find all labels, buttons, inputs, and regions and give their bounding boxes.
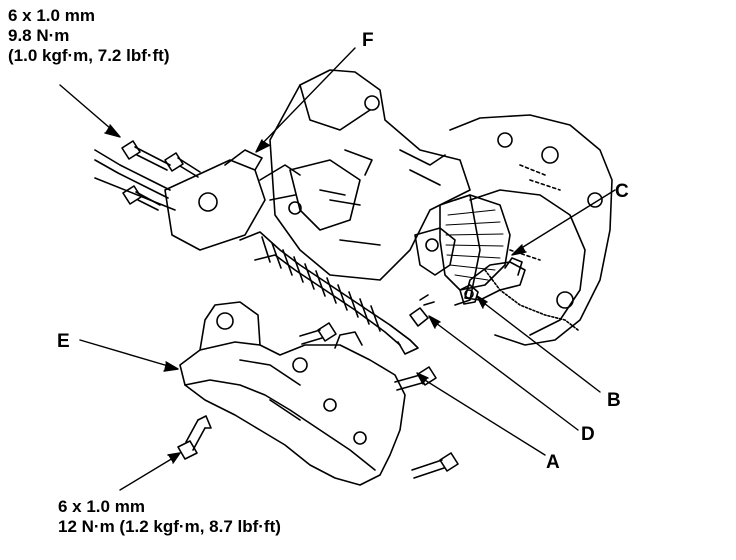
leader-lines <box>59 47 616 491</box>
callout-label-e: E <box>57 331 70 352</box>
callout-label-b: B <box>607 390 621 411</box>
callout-label-f: F <box>362 30 374 51</box>
flywheel <box>449 114 613 346</box>
lower-bolt-size: 6 x 1.0 mm <box>58 497 145 516</box>
rod-end-clip <box>459 284 479 305</box>
upper-torque-metric: 9.8 N·m <box>8 26 70 45</box>
lower-torque: 12 N·m (1.2 kgf·m, 8.7 lbf·ft) <box>58 517 281 536</box>
callout-label-c: C <box>615 181 629 202</box>
callout-label-d: D <box>581 424 595 445</box>
upper-bolt-torque-spec: 6 x 1.0 mm 9.8 N·m (1.0 kgf·m, 7.2 lbf·f… <box>8 6 170 66</box>
slave-cylinder <box>164 149 419 355</box>
upper-bolt-size: 6 x 1.0 mm <box>8 6 95 25</box>
bracket-bolts <box>177 322 459 479</box>
slave-cylinder-clip <box>409 294 435 327</box>
upper-torque-other: (1.0 kgf·m, 7.2 lbf·ft) <box>8 46 170 65</box>
lower-bracket <box>179 301 406 486</box>
clutch-line <box>94 149 176 211</box>
lower-bolt-torque-spec: 6 x 1.0 mm 12 N·m (1.2 kgf·m, 8.7 lbf·ft… <box>58 497 281 537</box>
callout-label-a: A <box>546 452 560 473</box>
engine-block-outline <box>259 69 471 281</box>
pressure-plate <box>439 194 511 291</box>
upper-bolts <box>121 140 201 211</box>
fork-pivot <box>414 227 456 276</box>
